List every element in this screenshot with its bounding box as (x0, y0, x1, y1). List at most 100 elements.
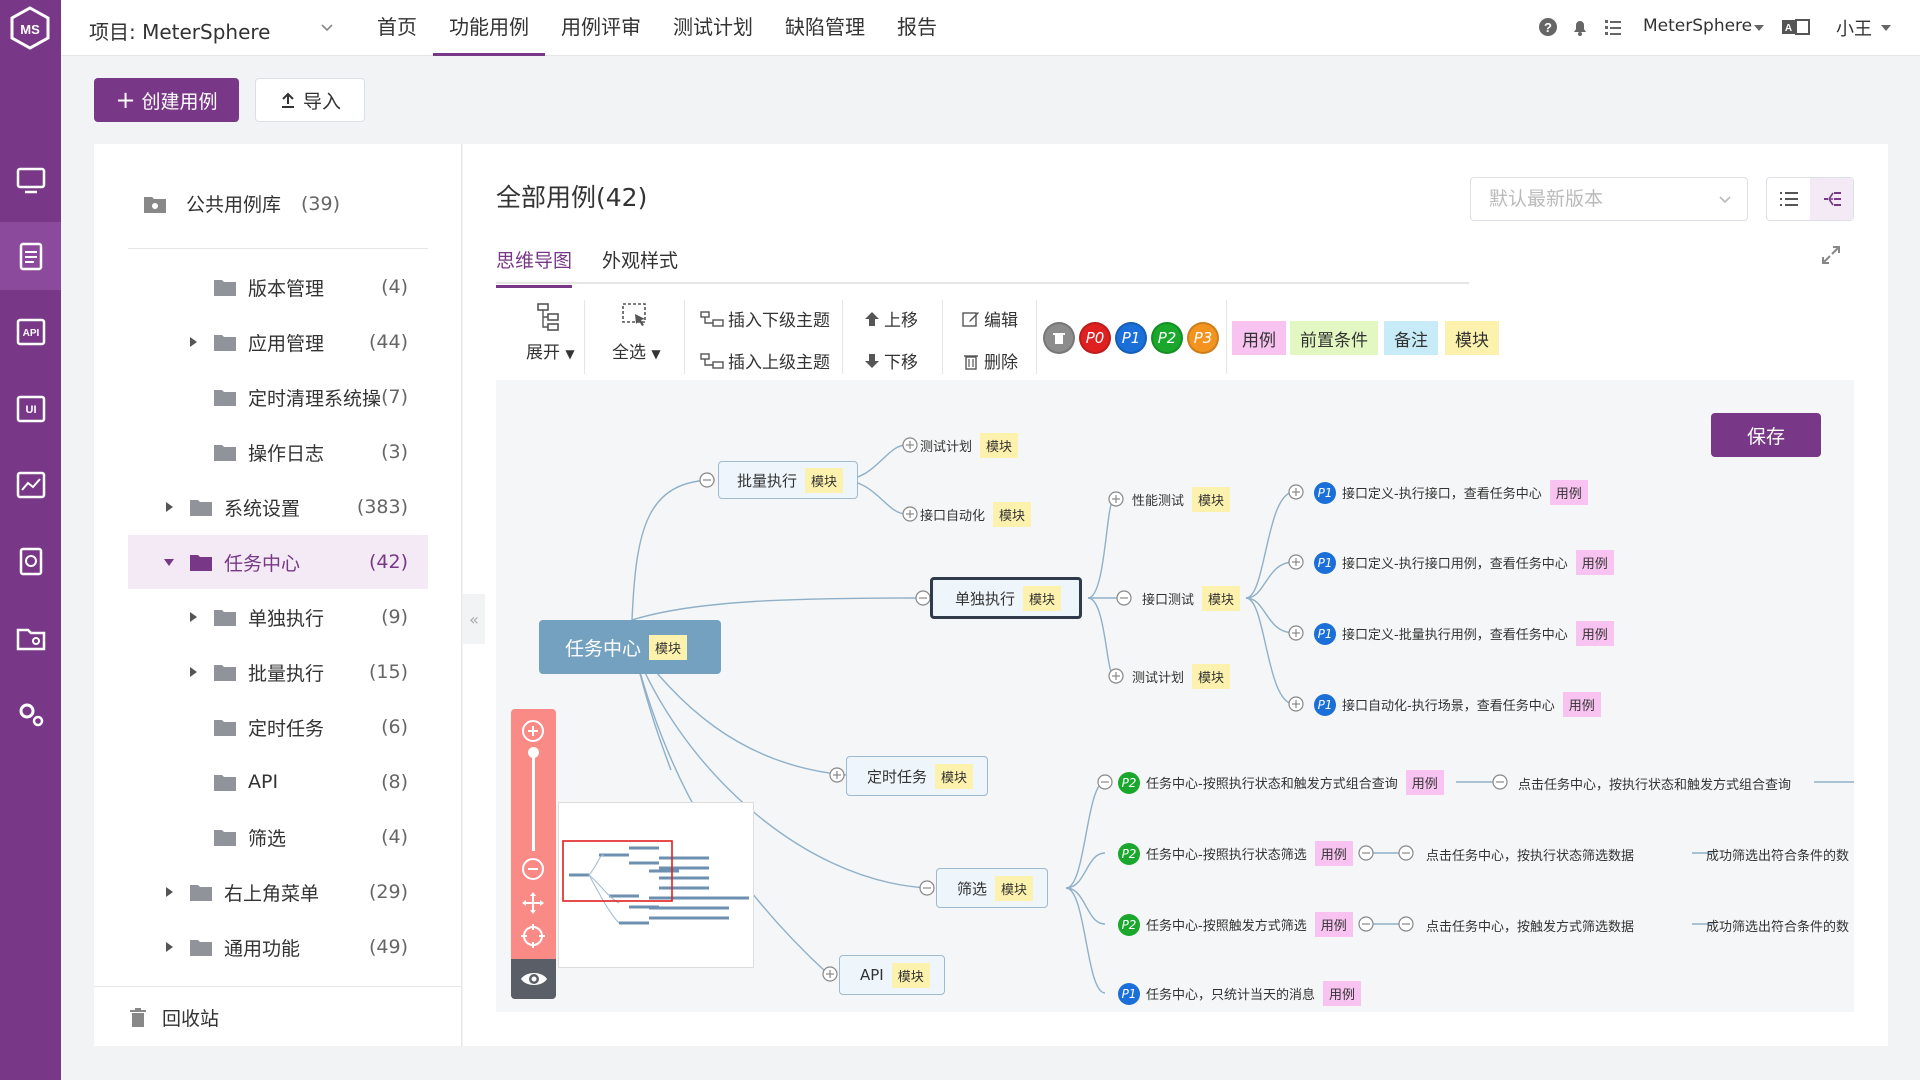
ms-logo-icon[interactable]: MS (8, 6, 52, 50)
nav-home[interactable]: 首页 (377, 15, 417, 39)
zoom-slider-handle[interactable] (528, 747, 539, 758)
tag-remark-button[interactable]: 备注 (1384, 321, 1438, 355)
ui-test-icon[interactable]: UI (0, 375, 61, 443)
mindmap-node-single-selected[interactable]: 单独执行模块 (930, 577, 1083, 619)
import-button[interactable]: 导入 (255, 78, 365, 122)
mindmap-canvas[interactable]: 保存 任务中心 模块 批量执行模块 测试计划模块 接口自动化模块 单独执行模块 … (496, 380, 1854, 1012)
expand-button[interactable]: 展开 ▼ (526, 302, 575, 363)
mindmap-view-button[interactable] (1810, 178, 1853, 220)
tab-appearance[interactable]: 外观样式 (602, 250, 679, 272)
mindmap-node-perf[interactable]: 性能测试模块 (1132, 487, 1231, 512)
caret-down-icon[interactable] (1880, 22, 1892, 34)
tag-case-button[interactable]: 用例 (1232, 321, 1286, 355)
project-selector[interactable]: 项目: MeterSphere (89, 20, 271, 44)
nav-issues[interactable]: 缺陷管理 (785, 15, 865, 39)
tab-mindmap[interactable]: 思维导图 (496, 246, 573, 288)
insert-child-button[interactable]: 插入下级主题 (700, 306, 830, 331)
insert-parent-button[interactable]: 插入上级主题 (700, 348, 830, 373)
test-track-icon[interactable] (0, 222, 61, 290)
list-view-button[interactable] (1767, 178, 1810, 220)
mindmap-root-node[interactable]: 任务中心 模块 (539, 620, 721, 674)
public-library-item[interactable]: 公共用例库 (39) (144, 190, 340, 217)
report-icon[interactable] (0, 527, 61, 595)
save-button[interactable]: 保存 (1711, 413, 1821, 457)
tree-node[interactable]: 操作日志(3) (128, 425, 428, 479)
move-icon[interactable] (521, 891, 545, 915)
tree-node[interactable]: 批量执行(15) (128, 645, 428, 699)
tree-node[interactable]: 版本管理(4) (128, 260, 428, 314)
mindmap-result-node[interactable]: 成功筛选出符合条件的数 (1706, 916, 1849, 935)
zoom-track[interactable] (532, 751, 535, 851)
delete-button[interactable]: 删除 (962, 348, 1018, 373)
mindmap-step-node[interactable]: 点击任务中心，按执行状态筛选数据 (1426, 845, 1634, 864)
project-settings-icon[interactable] (0, 604, 61, 672)
tree-node[interactable]: 任务中心(42) (128, 535, 428, 589)
priority-p3-button[interactable]: P3 (1187, 322, 1219, 354)
collapse-tree-handle[interactable]: « (463, 594, 485, 644)
move-up-button[interactable]: 上移 (864, 306, 918, 331)
tree-node[interactable]: 单独执行(9) (128, 590, 428, 644)
mindmap-node-test-plan-2[interactable]: 测试计划模块 (1132, 664, 1231, 689)
create-case-button[interactable]: + 创建用例 (94, 78, 239, 122)
mindmap-result-node[interactable]: 成功筛选出符合条件的数 (1706, 845, 1849, 864)
edit-button[interactable]: 编辑 (962, 306, 1018, 331)
nav-report[interactable]: 报告 (897, 15, 937, 39)
nav-review[interactable]: 用例评审 (561, 15, 641, 39)
caret-down-icon[interactable] (1753, 22, 1765, 34)
nav-test-case[interactable]: 功能用例 (433, 0, 545, 56)
caret-right-icon[interactable] (188, 337, 198, 347)
version-select[interactable]: 默认最新版本 (1470, 177, 1748, 221)
help-icon[interactable]: ? (1538, 17, 1558, 37)
mindmap-node-timer[interactable]: 定时任务模块 (846, 756, 989, 796)
nav-test-plan[interactable]: 测试计划 (673, 15, 753, 39)
toggle-minimap-button[interactable] (511, 959, 556, 999)
clear-priority-button[interactable] (1043, 322, 1075, 354)
language-icon[interactable]: A (1781, 17, 1811, 37)
locate-center-icon[interactable] (521, 924, 545, 948)
mindmap-step-node[interactable]: 点击任务中心，按触发方式筛选数据 (1426, 916, 1634, 935)
task-list-icon[interactable] (1603, 17, 1623, 37)
mindmap-node-filter[interactable]: 筛选模块 (936, 868, 1049, 908)
recycle-bin[interactable]: 回收站 (128, 1004, 219, 1031)
caret-right-icon[interactable] (164, 887, 174, 897)
caret-right-icon[interactable] (188, 667, 198, 677)
minimap[interactable] (558, 802, 754, 968)
tree-node[interactable]: 定时任务(6) (128, 700, 428, 754)
priority-p2-button[interactable]: P2 (1151, 322, 1183, 354)
caret-right-icon[interactable] (164, 942, 174, 952)
tree-node[interactable]: 筛选(4) (128, 810, 428, 864)
tree-node[interactable]: 定时清理系统操(7) (128, 370, 428, 424)
mindmap-step-node[interactable]: 点击任务中心，按执行状态和触发方式组合查询 (1518, 774, 1791, 793)
chevron-down-icon[interactable] (319, 20, 335, 36)
workspace-selector[interactable]: MeterSphere (1643, 16, 1753, 36)
caret-down-icon[interactable] (164, 557, 174, 567)
api-icon[interactable]: API (0, 298, 61, 366)
mindmap-node-batch[interactable]: 批量执行模块 (718, 461, 859, 499)
mindmap-node-api-automation[interactable]: 接口自动化模块 (920, 502, 1032, 527)
tree-node[interactable]: 右上角菜单(29) (128, 865, 428, 919)
caret-right-icon[interactable] (188, 612, 198, 622)
tree-node[interactable]: 通用功能(49) (128, 920, 428, 974)
user-menu[interactable]: 小王 (1836, 19, 1872, 40)
move-down-button[interactable]: 下移 (864, 348, 918, 373)
performance-icon[interactable] (0, 451, 61, 519)
system-settings-icon[interactable] (0, 680, 61, 748)
tree-node[interactable]: 应用管理(44) (128, 315, 428, 369)
select-all-button[interactable]: 全选 ▼ (612, 302, 661, 363)
mindmap-node-api-test[interactable]: 接口测试模块 (1142, 586, 1241, 611)
tag-module-button[interactable]: 模块 (1445, 321, 1499, 355)
tree-node[interactable]: API(8) (128, 755, 428, 809)
bell-icon[interactable] (1570, 17, 1590, 37)
mindmap-node-test-plan[interactable]: 测试计划模块 (920, 433, 1019, 458)
workstation-icon[interactable] (0, 146, 61, 214)
tree-node[interactable]: 系统设置(383) (128, 480, 428, 534)
